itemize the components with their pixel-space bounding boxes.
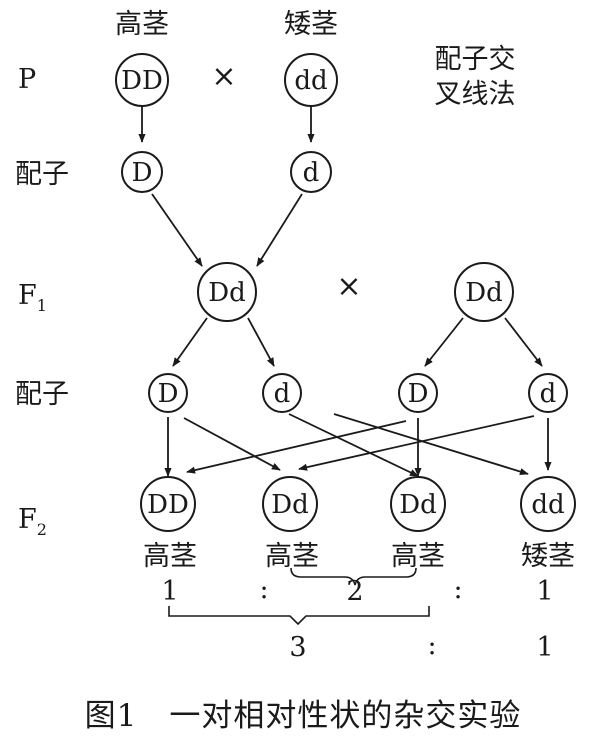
node-circle xyxy=(148,373,188,413)
node-circle xyxy=(284,53,338,107)
node-circle xyxy=(197,262,257,322)
node-circle xyxy=(390,476,446,532)
ratio-2-Dd: 2 xyxy=(346,576,363,607)
node-circle xyxy=(115,53,169,107)
brace-heterozygous xyxy=(290,567,417,586)
arrow-f1-left-to-D1 xyxy=(172,317,208,367)
phenotype-f2-3: 高茎 xyxy=(391,541,445,572)
ratio-1-recessive: 1 xyxy=(536,632,553,663)
phenotype-f2-2: 高茎 xyxy=(265,541,319,572)
genotype-label: Dd xyxy=(271,490,309,520)
arrow-D2-to-DD xyxy=(186,420,407,474)
arrow-f1-right-to-D2 xyxy=(424,317,464,367)
genotype-label: d xyxy=(540,379,557,409)
arrow-gamete-D-to-f1 xyxy=(151,193,203,267)
node-f2-dd: dd xyxy=(520,476,576,532)
ratio-1-dd: 1 xyxy=(536,576,553,607)
node-circle xyxy=(398,373,438,413)
genotype-label: dd xyxy=(294,66,327,96)
cross-symbol-f1: × xyxy=(336,269,361,304)
node-gamete-D: D xyxy=(121,151,163,193)
node-gamete2-D1: D xyxy=(148,373,188,413)
ratio-separator-2: : xyxy=(453,574,462,605)
arrow-f1-left-to-d1 xyxy=(247,317,275,367)
node-circle xyxy=(528,373,568,413)
node-circle xyxy=(262,373,302,413)
node-f2-DD: DD xyxy=(140,476,196,532)
figure-caption: 图1 一对相对性状的杂交实验 xyxy=(85,698,522,734)
row-label-f1: F1 xyxy=(18,280,47,315)
node-gamete-d: d xyxy=(290,151,332,193)
ratio-separator-1: : xyxy=(259,574,268,605)
node-circle xyxy=(290,151,332,193)
genotype-label: d xyxy=(303,158,320,188)
node-gamete2-d2: d xyxy=(528,373,568,413)
ratio-separator-3: : xyxy=(427,630,436,661)
arrow-f1-right-to-d2 xyxy=(504,317,543,367)
genotype-label: DD xyxy=(121,66,163,96)
arrow-gamete-d-to-f1 xyxy=(256,193,303,267)
genotype-label: d xyxy=(274,379,291,409)
phenotype-f2-4: 矮茎 xyxy=(521,541,575,572)
phenotype-f2-1: 高茎 xyxy=(143,541,197,572)
cross-symbol-p: × xyxy=(211,59,236,94)
node-gamete2-D2: D xyxy=(398,373,438,413)
arrow-d1-to-Dd-3 xyxy=(288,413,419,477)
row-label-f2: F2 xyxy=(18,504,47,539)
row-label-gamete-2: 配子 xyxy=(15,379,69,410)
ratio-1-DD: 1 xyxy=(161,576,178,607)
node-circle xyxy=(520,476,576,532)
arrow-d2-to-Dd-2 xyxy=(298,415,535,471)
genotype-label: Dd xyxy=(208,278,246,308)
method-note-line1: 配子交 xyxy=(435,44,516,75)
bracket-dominant xyxy=(168,606,430,626)
node-f2-Dd-1: Dd xyxy=(262,476,318,532)
row-label-p: P xyxy=(18,64,36,95)
genotype-label: Dd xyxy=(465,278,503,308)
genotype-label: D xyxy=(408,379,429,409)
genotype-label: D xyxy=(158,379,179,409)
ratio-3-dominant: 3 xyxy=(289,632,306,663)
node-f2-Dd-2: Dd xyxy=(390,476,446,532)
parent-short-label: 矮茎 xyxy=(284,9,338,40)
genotype-label: D xyxy=(132,158,153,188)
genotype-label: DD xyxy=(147,490,189,520)
node-f1-left: Dd xyxy=(197,262,257,322)
node-f1-right: Dd xyxy=(454,262,514,322)
genotype-label: Dd xyxy=(399,490,437,520)
node-gamete2-d1: d xyxy=(262,373,302,413)
arrow-d1-to-dd xyxy=(333,413,529,476)
row-label-gamete-1: 配子 xyxy=(15,159,69,190)
node-circle xyxy=(121,151,163,193)
node-p-short: dd xyxy=(284,53,338,107)
node-circle xyxy=(262,476,318,532)
genotype-label: dd xyxy=(531,490,564,520)
method-note-line2: 叉线法 xyxy=(435,79,516,110)
node-p-tall: DD xyxy=(115,53,169,107)
parent-tall-label: 高茎 xyxy=(115,9,169,40)
node-circle xyxy=(140,476,196,532)
edges xyxy=(138,106,552,477)
arrow-D1-to-Dd-2 xyxy=(183,417,281,471)
node-circle xyxy=(454,262,514,322)
